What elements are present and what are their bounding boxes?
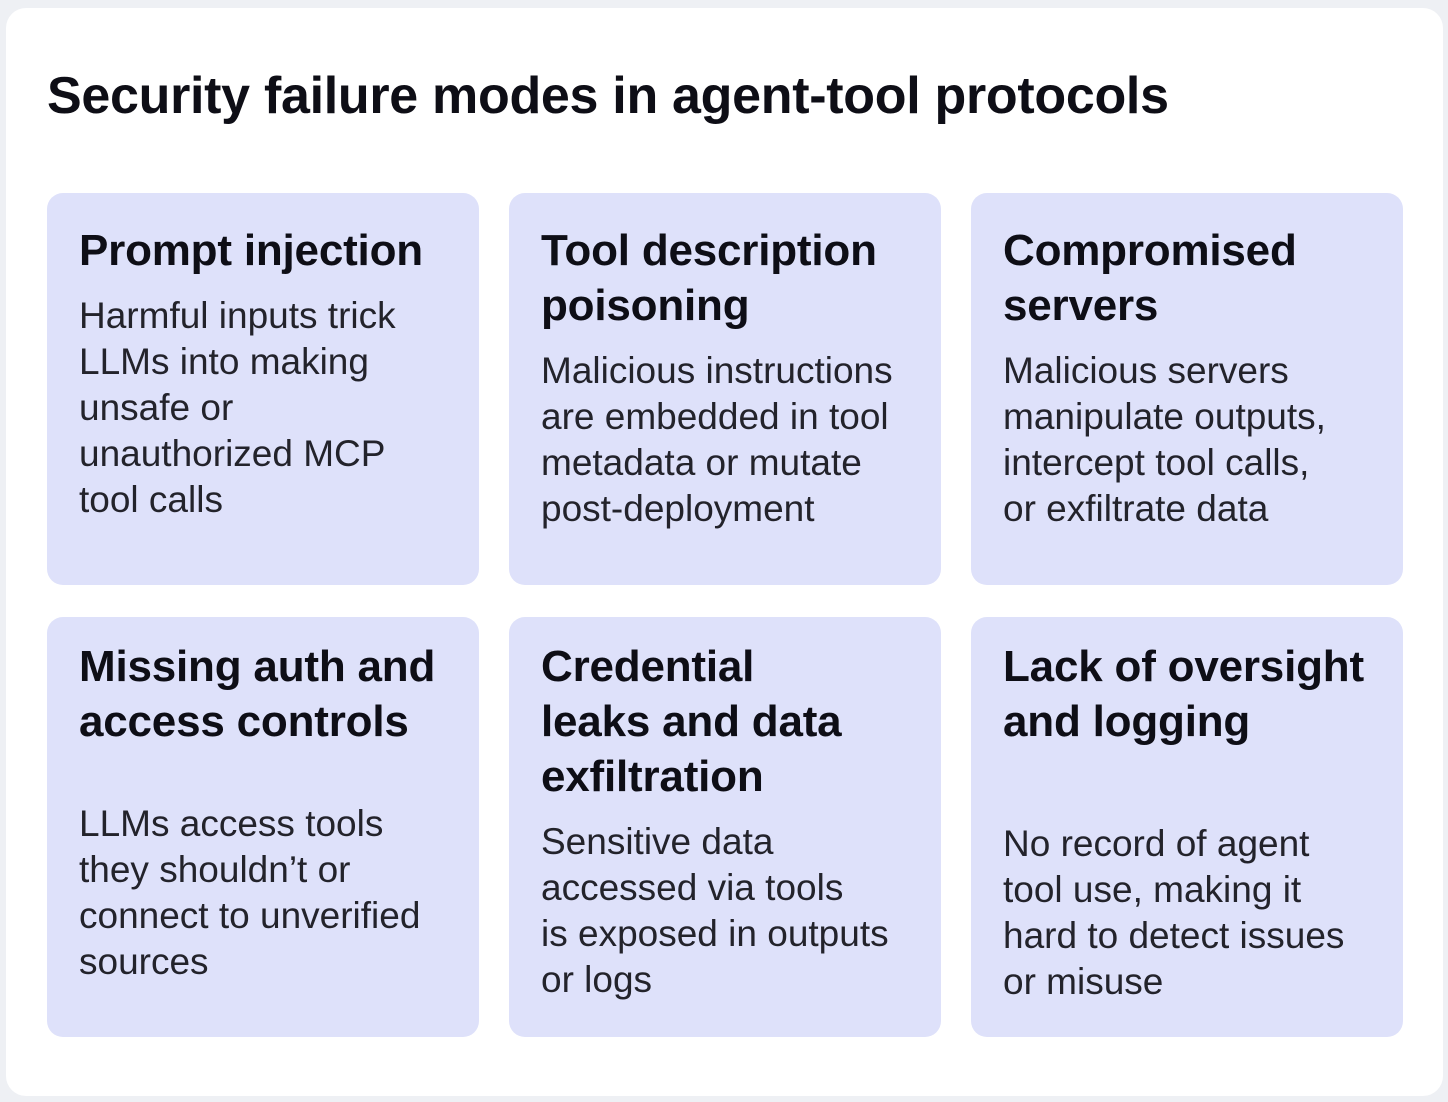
card-heading: Tool description poisoning: [541, 226, 877, 330]
card-heading: Credential leaks and data exfiltration: [541, 642, 842, 801]
card-body: Malicious instructions are embedded in t…: [541, 350, 893, 529]
failure-modes-grid: Prompt injection Harmful inputs trick LL…: [47, 193, 1403, 1037]
card-heading: Compromised servers: [1003, 226, 1297, 330]
card-heading: Missing auth and access controls: [79, 642, 436, 746]
card-heading: Lack of oversight and logging: [1003, 642, 1364, 746]
card-prompt-injection: Prompt injection Harmful inputs trick LL…: [47, 193, 479, 585]
card-compromised-servers: Compromised servers Malicious servers ma…: [971, 193, 1403, 585]
card-lack-of-oversight-logging: Lack of oversight and logging No record …: [971, 617, 1403, 1037]
card-credential-leaks-data-exfiltration: Credential leaks and data exfiltration S…: [509, 617, 941, 1037]
content-panel: Security failure modes in agent-tool pro…: [6, 8, 1443, 1096]
card-body: Harmful inputs trick LLMs into making un…: [79, 295, 396, 520]
card-missing-auth-access-controls: Missing auth and access controls LLMs ac…: [47, 617, 479, 1037]
card-tool-description-poisoning: Tool description poisoning Malicious ins…: [509, 193, 941, 585]
card-body: Sensitive data accessed via tools is exp…: [541, 821, 889, 1000]
card-body: LLMs access tools they shouldn’t or conn…: [79, 803, 421, 982]
card-heading: Prompt injection: [79, 226, 423, 275]
card-body: No record of agent tool use, making it h…: [1003, 823, 1345, 1002]
page-title: Security failure modes in agent-tool pro…: [47, 67, 1169, 125]
card-body: Malicious servers manipulate outputs, in…: [1003, 350, 1326, 529]
